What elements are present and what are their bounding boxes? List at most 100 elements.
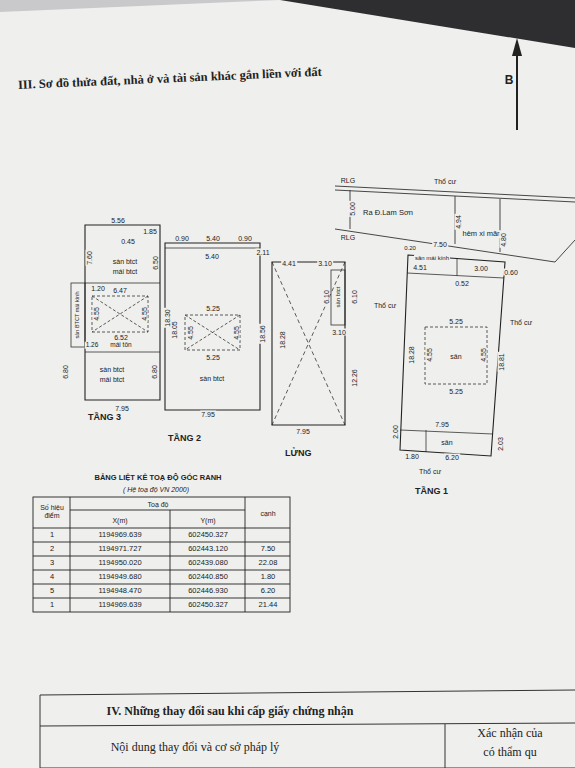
- dimension-label: mái btct: [112, 268, 139, 275]
- dimension-label: 602446.930: [187, 587, 229, 595]
- dimension-label: 4.55: [426, 347, 433, 363]
- dimension-label: sân mái kính: [414, 255, 450, 261]
- dimension-label: 5.00: [349, 201, 356, 217]
- dimension-label: Thổ cư: [509, 319, 533, 326]
- dimension-label: sàn btct: [199, 375, 226, 382]
- dimension-label: 4.55: [141, 306, 148, 322]
- dimension-label: 0.45: [120, 238, 136, 245]
- dimension-label: 4.55: [187, 325, 194, 341]
- dimension-label: 1.26: [85, 342, 100, 349]
- dimension-label: 1194949.680: [97, 573, 142, 581]
- dimension-label: 4.94: [455, 214, 462, 230]
- dimension-label: 4.41: [281, 260, 297, 267]
- dimension-label: RLG: [340, 234, 356, 241]
- dimension-label: X(m): [111, 517, 128, 524]
- dimension-label: 0.20: [403, 245, 417, 251]
- dimension-label: 6.80: [151, 364, 158, 380]
- dimension-label: Thổ cư: [433, 178, 457, 185]
- dimension-label: Xác nhận của: [476, 727, 543, 739]
- dimension-label: B: [504, 74, 515, 86]
- dimension-label: 1.80: [260, 573, 277, 581]
- dimension-label: 1.80: [404, 453, 420, 460]
- dimension-label: 22.08: [258, 559, 279, 567]
- dimension-label: 3.00: [473, 265, 489, 272]
- dimension-label: 0.90: [237, 235, 253, 242]
- dimension-label: 6.50: [152, 255, 159, 271]
- dimension-label: 4.55: [93, 306, 100, 322]
- dimension-label: 18.05: [171, 320, 178, 340]
- dimension-label: 6.52: [113, 334, 129, 341]
- dimension-label: 7.95: [295, 428, 311, 435]
- dimension-label: 18.56: [259, 324, 266, 344]
- dimension-label: 4.55: [480, 347, 487, 363]
- dimension-label: 1.85: [142, 228, 158, 235]
- floor-heading: LỬNG: [285, 449, 311, 458]
- dimension-label: 0.90: [174, 235, 190, 242]
- dimension-label: 6.47: [112, 287, 128, 294]
- dimension-label: 602450.327: [187, 531, 229, 539]
- dimension-label: cạnh: [259, 510, 276, 517]
- dimension-label: mái btct: [99, 376, 126, 383]
- dimension-label: 1194969.639: [97, 531, 142, 539]
- dimension-label: 12.26: [351, 368, 358, 388]
- dimension-label: 4.55: [233, 325, 240, 341]
- dimension-label: 1194971.727: [97, 545, 142, 553]
- dimension-label: BẢNG LIỆT KÊ TOẠ ĐỘ GÓC RANH: [94, 474, 223, 482]
- dimension-label: Thổ cư: [418, 468, 442, 475]
- dimension-label: 602443.120: [187, 545, 229, 553]
- dimension-label: Ra Đ.Lam Sơn: [362, 209, 414, 217]
- dimension-label: Số hiệu điểm: [36, 504, 68, 519]
- dimension-label: 5.25: [448, 388, 464, 395]
- dimension-label: 7.50: [432, 241, 448, 248]
- dimension-label: 1194950.020: [97, 559, 142, 567]
- dimension-label: 6.10: [323, 289, 330, 305]
- dimension-label: 21.44: [258, 601, 279, 609]
- dimension-label: 5.25: [448, 318, 464, 325]
- dimension-label: 5.25: [205, 354, 221, 361]
- dimension-label: 5.56: [110, 217, 126, 224]
- dimension-label: 6.10: [351, 289, 358, 305]
- dimension-label: ( Hệ toạ độ VN 2000): [122, 486, 190, 493]
- dimension-label: 2.03: [497, 436, 504, 452]
- dimension-label: IV. Những thay đổi sau khi cấp giấy chứn…: [106, 705, 355, 717]
- dimension-label: 1: [49, 601, 55, 609]
- dimension-label: 602439.080: [187, 559, 229, 567]
- dimension-label: RLG: [340, 177, 356, 184]
- dimension-label: 18.28: [279, 330, 286, 350]
- dimension-label: Toạ độ: [146, 501, 169, 508]
- plan-outline: [165, 243, 260, 410]
- dimension-label: 18.30: [164, 308, 171, 328]
- dimension-label: 3: [49, 559, 55, 567]
- floor-plan: TẦNG 2: [165, 243, 260, 410]
- dimension-label: 7.95: [200, 411, 216, 418]
- dimension-label: 6.20: [260, 587, 277, 595]
- dimension-label: 1194969.639: [97, 601, 142, 609]
- dimension-label: 2.00: [392, 424, 399, 440]
- dimension-label: Nội dung thay đổi và cơ sở pháp lý: [110, 741, 281, 753]
- dimension-label: sàn btct: [335, 285, 341, 308]
- dimension-label: 4: [49, 573, 55, 581]
- dimension-label: 3.10: [317, 260, 333, 267]
- diagram-title: III. Sơ đồ thửa đất, nhà ở và tài sản kh…: [18, 65, 322, 93]
- dimension-label: 18.28: [408, 345, 415, 365]
- dimension-label: sàn BTCT mái kính: [75, 291, 81, 340]
- dimension-label: sàn btct: [112, 258, 139, 265]
- dimension-label: 6.80: [62, 364, 69, 380]
- dimension-label: 18.81: [498, 352, 505, 372]
- floor-heading: TẦNG 3: [88, 413, 121, 422]
- dimension-label: 7.60: [86, 250, 93, 266]
- dimension-label: 602450.327: [187, 601, 229, 609]
- dimension-label: 0.60: [503, 269, 519, 276]
- dimension-label: 2: [49, 545, 55, 553]
- dimension-label: 5.40: [204, 253, 220, 260]
- dimension-label: sân: [440, 439, 453, 446]
- dimension-label: 1: [49, 531, 55, 539]
- dimension-label: mái tôn: [109, 342, 132, 349]
- dimension-label: 7.95: [434, 421, 450, 428]
- dimension-label: 7.50: [260, 545, 277, 553]
- dimension-label: 6.20: [444, 454, 460, 461]
- dimension-label: 2.11: [255, 249, 270, 256]
- dimension-label: 3.10: [331, 329, 347, 336]
